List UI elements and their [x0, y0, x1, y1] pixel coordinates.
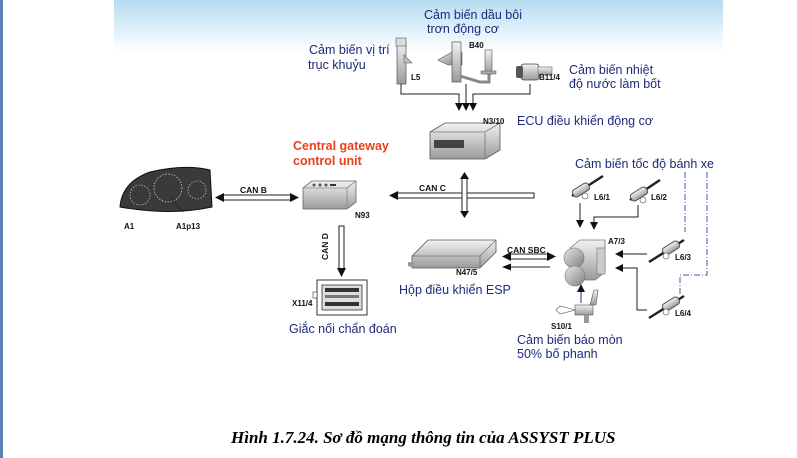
brake-wear-code: S10/1 — [551, 322, 572, 331]
page-left-border — [0, 0, 3, 458]
gateway-code: N93 — [355, 211, 370, 220]
oil-sensor-label-1: Cảm biến dầu bôi — [424, 8, 522, 22]
crankshaft-sensor-label-2: trục khuỷu — [308, 58, 366, 72]
figure-caption: Hình 1.7.24. Sơ đồ mạng thông tin của AS… — [231, 428, 616, 447]
coolant-sensor-label-2: độ nước làm bốt — [569, 77, 661, 91]
can-d-label: CAN D — [320, 233, 330, 260]
diagnostic-connector-icon — [312, 279, 368, 316]
wheel-speed-code-l6-1: L6/1 — [594, 193, 611, 202]
gateway-title-2: control unit — [293, 154, 362, 168]
hydraulic-unit-icon — [563, 239, 606, 287]
oil-sensor-label-2: trơn động cơ — [427, 22, 499, 36]
cluster-code-a1: A1 — [124, 222, 135, 231]
can-d-bus — [337, 225, 346, 277]
crankshaft-sensor-code: L5 — [411, 73, 421, 82]
coolant-temp-sensor-icon — [516, 63, 553, 81]
wheel-speed-code-l6-4: L6/4 — [675, 309, 692, 318]
wheel-speed-sensor-icon — [648, 294, 685, 320]
gateway-title-1: Central gateway — [293, 139, 389, 153]
coolant-sensor-code: B11/4 — [539, 73, 560, 82]
central-gateway-icon — [302, 180, 357, 210]
cluster-code-a1p13: A1p13 — [176, 222, 201, 231]
header-gradient-band — [114, 0, 723, 52]
wheel-speed-code-l6-3: L6/3 — [675, 253, 692, 262]
brake-wear-label-1: Cảm biến báo mòn — [517, 333, 623, 347]
wheel-speed-label: Cảm biến tốc độ bánh xe — [575, 157, 714, 171]
can-c-bus — [389, 172, 535, 218]
wheel-speed-dashed-bracket — [679, 172, 708, 295]
coolant-sensor-label-1: Cảm biến nhiệt — [569, 63, 654, 77]
crankshaft-sensor-icon — [395, 37, 413, 85]
ecu-code: N3/10 — [483, 117, 505, 126]
wheel-speed-sensor-icon — [629, 178, 661, 204]
diag-connector-label: Giắc nối chẩn đoán — [289, 322, 397, 336]
ecu-label: ECU điều khiển động cơ — [517, 114, 654, 128]
brake-wear-label-2: 50% bố phanh — [517, 347, 598, 361]
can-b-bus — [215, 193, 299, 202]
sensor-to-ecu-lines — [400, 84, 531, 111]
oil-sensor-icon — [437, 41, 497, 84]
instrument-cluster-icon — [119, 166, 213, 213]
esp-label: Hộp điều khiển ESP — [399, 283, 511, 297]
wheel-sensor-lines — [576, 203, 647, 311]
can-b-label: CAN B — [240, 185, 267, 195]
wheel-speed-sensor-icon — [571, 174, 604, 200]
esp-code: N47/5 — [456, 268, 478, 277]
diag-connector-code: X11/4 — [292, 299, 313, 308]
brake-wear-sensor-icon — [555, 289, 599, 323]
oil-sensor-code: B40 — [469, 41, 484, 50]
engine-ecu-icon — [429, 122, 501, 160]
wheel-speed-code-l6-2: L6/2 — [651, 193, 668, 202]
crankshaft-sensor-label-1: Cảm biến vị trí — [309, 43, 390, 57]
can-c-label: CAN C — [419, 183, 446, 193]
hydraulic-unit-code: A7/3 — [608, 237, 625, 246]
can-sbc-bus — [502, 252, 556, 271]
wheel-speed-sensor-icon — [648, 238, 685, 264]
esp-control-unit-icon — [408, 239, 497, 269]
can-sbc-label: CAN SBC — [507, 245, 546, 255]
